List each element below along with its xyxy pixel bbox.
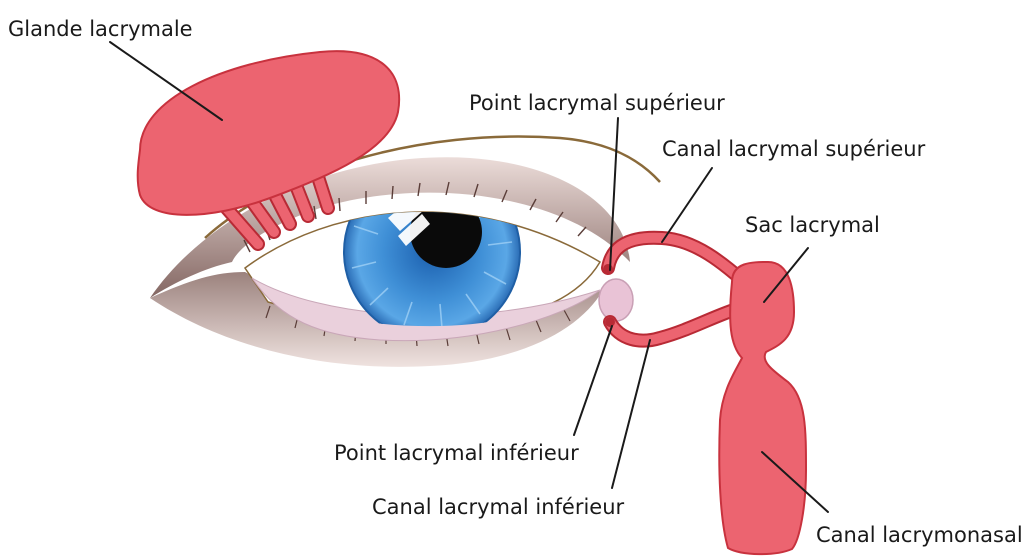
label-canal-lacrymal-inferieur: Canal lacrymal inférieur xyxy=(372,495,625,519)
label-point-lacrymal-superieur: Point lacrymal supérieur xyxy=(469,91,725,115)
point-lacrymal-superieur-dot xyxy=(603,264,613,274)
label-canal-lacrymonasal: Canal lacrymonasal xyxy=(816,523,1023,547)
leader-canal-lacrymal-superieur xyxy=(662,168,712,242)
leader-point-lacrymal-inferieur xyxy=(574,326,612,435)
label-sac-lacrymal: Sac lacrymal xyxy=(745,213,880,237)
label-glande-lacrymale: Glande lacrymale xyxy=(8,17,193,41)
lacrimal-drainage xyxy=(608,238,806,554)
glande-lacrymale-shape xyxy=(138,51,399,244)
label-canal-lacrymal-superieur: Canal lacrymal supérieur xyxy=(662,137,926,161)
point-lacrymal-inferieur-dot xyxy=(605,317,615,327)
label-point-lacrymal-inferieur: Point lacrymal inférieur xyxy=(334,441,579,465)
sac-and-nasolacrimal-duct xyxy=(719,262,806,554)
caruncle xyxy=(599,279,633,321)
leader-canal-lacrymal-inferieur xyxy=(612,340,650,488)
